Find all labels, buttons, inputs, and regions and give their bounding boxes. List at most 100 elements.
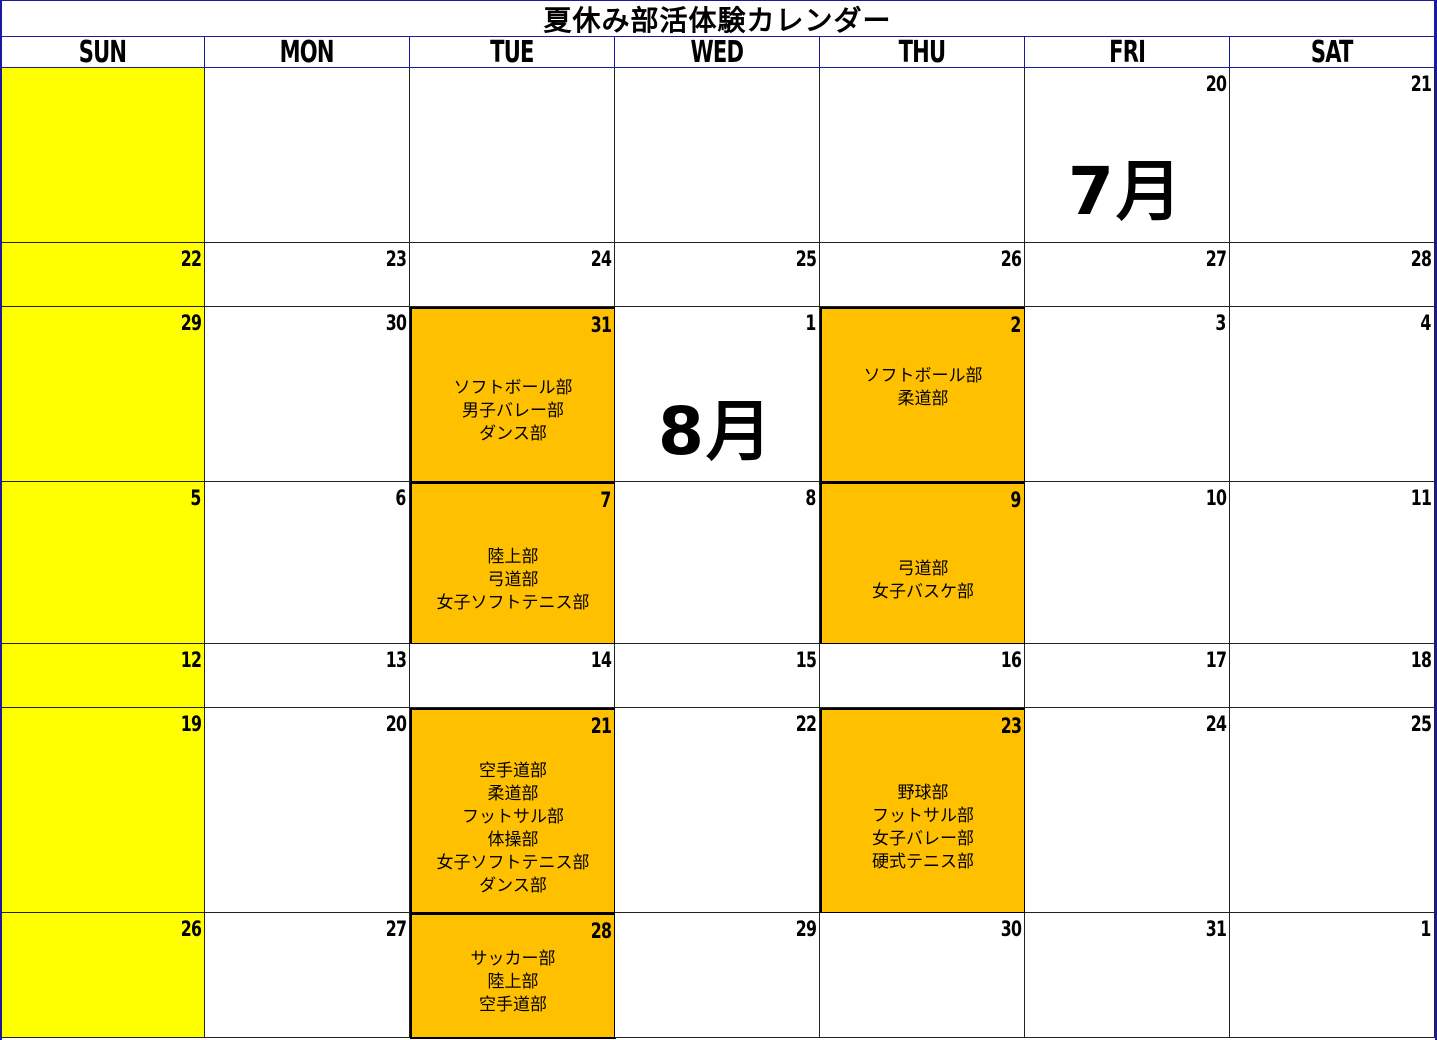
day-number: 29 (174, 311, 202, 335)
day-number: 22 (789, 712, 817, 736)
day-number-text: 24 (1205, 712, 1227, 736)
day-number-text: 22 (795, 712, 817, 736)
day-cell: 11 (1230, 482, 1435, 644)
day-number-text: 31 (1205, 917, 1227, 941)
day-cell: 24 (410, 243, 615, 307)
weekday-label: SAT (1311, 34, 1353, 70)
event-item: 野球部 (897, 783, 949, 803)
day-number-text: 15 (795, 648, 817, 672)
event-item: 空手道部 (479, 761, 547, 781)
day-number: 24 (584, 247, 612, 271)
day-number: 26 (174, 917, 202, 941)
event-item: 女子ソフトテニス部 (436, 593, 590, 613)
day-cell: 28 サッカー部陸上部空手道部 (410, 913, 616, 1039)
day-cell: 16 (820, 644, 1025, 708)
day-number-text: 1 (1420, 917, 1432, 941)
day-number: 20 (1199, 72, 1227, 96)
day-number: 16 (994, 648, 1022, 672)
day-cell: 27 (205, 913, 410, 1038)
day-cell: 28 (1230, 243, 1435, 307)
weekday-header-tue: TUE (410, 34, 615, 70)
day-number: 6 (392, 486, 407, 510)
day-number-text: 27 (1205, 247, 1227, 271)
day-number: 23 (994, 714, 1022, 738)
event-list: 空手道部柔道部フットサル部体操部女子ソフトテニス部ダンス部 (412, 760, 614, 898)
event-list: 陸上部弓道部女子ソフトテニス部 (412, 546, 614, 615)
event-item: 陸上部 (487, 972, 539, 992)
day-cell: 23 (205, 243, 410, 307)
day-number: 15 (789, 648, 817, 672)
weekday-header-sat: SAT (1230, 34, 1435, 70)
day-cell: 30 (205, 307, 410, 482)
day-cell: 2 ソフトボール部柔道部 (820, 307, 1026, 483)
day-number: 31 (584, 313, 612, 337)
day-number: 30 (994, 917, 1022, 941)
day-cell: 22 (615, 708, 820, 913)
event-list: 野球部フットサル部女子バレー部硬式テニス部 (822, 782, 1024, 874)
day-cell: 21 空手道部柔道部フットサル部体操部女子ソフトテニス部ダンス部 (410, 708, 616, 914)
day-cell: 1 (615, 307, 820, 482)
event-list: ソフトボール部柔道部 (822, 365, 1024, 411)
event-item: ソフトボール部 (863, 366, 983, 386)
day-cell: 8 (615, 482, 820, 644)
day-cell: 14 (410, 644, 615, 708)
day-number-text: 16 (1000, 648, 1022, 672)
weekday-label: SUN (78, 34, 127, 70)
day-number: 9 (1007, 488, 1022, 512)
day-cell: 29 (615, 913, 820, 1038)
weekday-label: TUE (490, 34, 534, 70)
day-number: 23 (379, 247, 407, 271)
day-number: 3 (1212, 311, 1227, 335)
event-list: ソフトボール部男子バレー部ダンス部 (412, 377, 614, 446)
day-cell: 30 (820, 913, 1025, 1038)
day-number: 18 (1404, 648, 1432, 672)
day-number-text: 8 (805, 486, 817, 510)
weekday-header-wed: WED (615, 35, 820, 70)
day-number-text: 28 (590, 919, 612, 943)
weekday-header-sun: SUN (0, 34, 205, 70)
day-number: 19 (174, 712, 202, 736)
day-number-text: 11 (1410, 486, 1432, 510)
day-cell: 18 (1230, 644, 1435, 708)
calendar-title: 夏休み部活体験カレンダー (543, 3, 892, 37)
event-item: 硬式テニス部 (872, 852, 974, 872)
weekday-header-thu: THU (820, 34, 1025, 70)
day-number-text: 20 (385, 712, 407, 736)
day-number-text: 21 (590, 714, 612, 738)
day-cell: 3 (1025, 307, 1230, 482)
day-number-text: 27 (385, 917, 407, 941)
day-number-text: 4 (1420, 311, 1432, 335)
day-cell (820, 68, 1025, 243)
calendar-title-bar: 夏休み部活体験カレンダー (0, 0, 1435, 37)
day-cell: 22 (0, 243, 205, 307)
day-number: 1 (802, 311, 817, 335)
day-number-text: 23 (1000, 714, 1022, 738)
day-cell (0, 68, 205, 243)
day-number-text: 2 (1010, 313, 1022, 337)
event-item: 女子バスケ部 (872, 582, 974, 602)
day-number-text: 17 (1205, 648, 1227, 672)
day-number: 5 (187, 486, 202, 510)
day-number-text: 19 (180, 712, 202, 736)
day-cell: 29 (0, 307, 205, 482)
day-number: 28 (1404, 247, 1432, 271)
day-number-text: 12 (180, 648, 202, 672)
day-cell: 1 (1230, 913, 1435, 1038)
day-number: 21 (1404, 72, 1432, 96)
month-label-august: 8月 (658, 393, 774, 470)
weekday-label: FRI (1108, 34, 1146, 70)
day-number: 2 (1007, 313, 1022, 337)
day-number-text: 6 (395, 486, 407, 510)
day-cell: 17 (1025, 644, 1230, 708)
day-number: 25 (1404, 712, 1432, 736)
day-number-text: 24 (590, 247, 612, 271)
day-cell (615, 68, 820, 243)
day-number: 13 (379, 648, 407, 672)
event-list: サッカー部陸上部空手道部 (412, 948, 614, 1017)
event-list: 弓道部女子バスケ部 (822, 558, 1024, 604)
weekday-label: THU (898, 34, 947, 70)
day-number-text: 13 (385, 648, 407, 672)
event-item: フットサル部 (872, 806, 974, 826)
day-number-text: 29 (795, 917, 817, 941)
